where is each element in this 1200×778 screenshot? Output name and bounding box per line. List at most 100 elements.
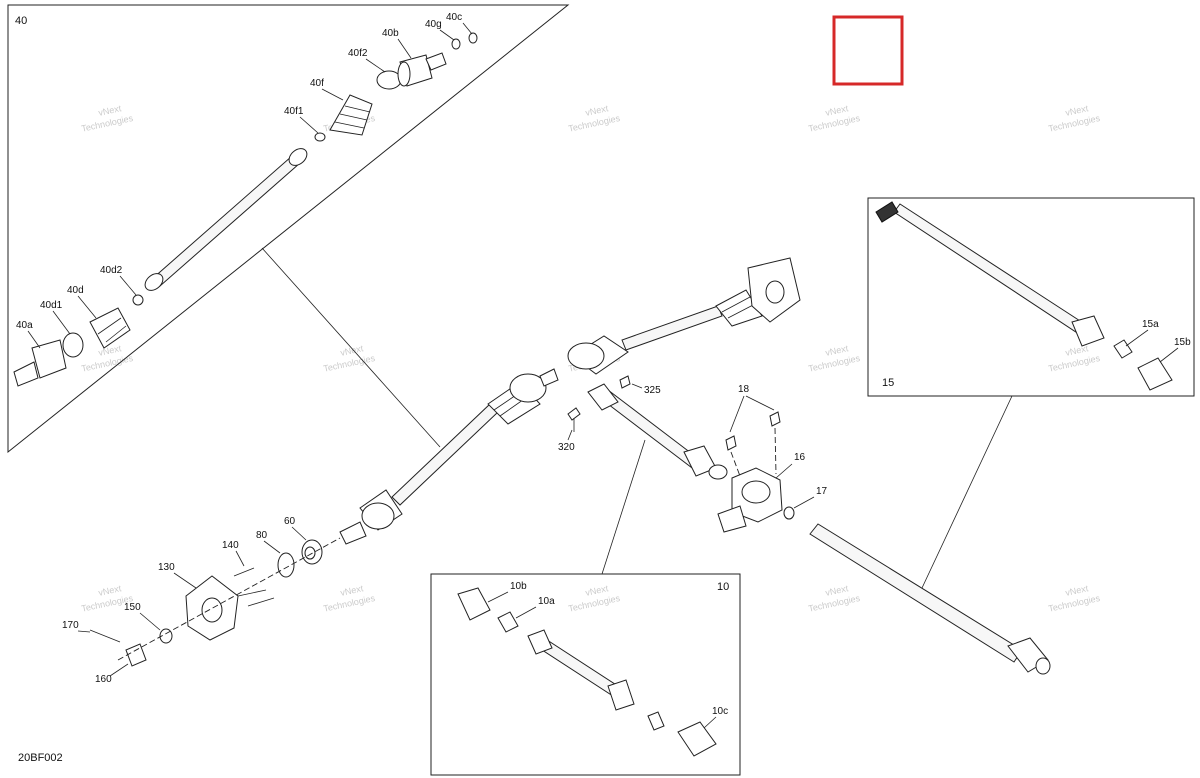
u-joint-15a xyxy=(1113,339,1133,359)
ring-17 xyxy=(783,506,795,520)
callout-40f2: 40f2 xyxy=(348,48,368,59)
washer-150 xyxy=(159,628,173,644)
callout-40: 40 xyxy=(15,15,27,27)
detail-10-frame xyxy=(430,573,741,776)
detail-40: 40 40a 40d1 40d 40d2 xyxy=(7,4,570,454)
detail-15: 15 15a 15b xyxy=(867,197,1195,397)
yoke-10b xyxy=(457,587,491,621)
svg-text:vNext: vNext xyxy=(97,103,122,118)
yoke-15 xyxy=(1071,315,1105,347)
rear-prop-yoke-end xyxy=(1035,657,1051,675)
callout-40b: 40b xyxy=(382,28,399,39)
callout-170: 170 xyxy=(62,620,79,631)
svg-text:vNext: vNext xyxy=(584,103,609,118)
yoke-front xyxy=(587,383,619,411)
callout-140: 140 xyxy=(222,540,239,551)
tripod-joint xyxy=(288,148,308,166)
half-shaft-40 xyxy=(151,155,301,287)
svg-text:vNext: vNext xyxy=(824,103,849,118)
main-drive-shaft xyxy=(339,257,801,545)
svg-text:vNext: vNext xyxy=(339,583,364,598)
outer-joint-40b-face xyxy=(397,61,411,87)
boot-40f xyxy=(329,94,373,136)
spline-15 xyxy=(875,201,899,223)
callout-15b: 15b xyxy=(1174,337,1191,348)
callout-16: 16 xyxy=(794,452,806,463)
clamp-40d1 xyxy=(62,332,84,358)
svg-text:vNext: vNext xyxy=(1064,343,1089,358)
hub-axis xyxy=(117,537,341,661)
boot-40d xyxy=(89,307,131,349)
detail-10: 10 10b 10a 10c xyxy=(430,573,741,776)
detail-15-frame xyxy=(867,197,1195,397)
rear-inner-joint xyxy=(567,342,605,370)
bolt-320 xyxy=(567,407,581,421)
ring-40g xyxy=(451,38,461,50)
carrier-foot xyxy=(717,505,747,533)
drawing-code: 20BF002 xyxy=(18,752,63,764)
callout-40d2: 40d2 xyxy=(100,265,123,276)
front-hub-assembly: 60 80 140 130 150 170 160 xyxy=(62,516,341,685)
cotter-pin-170 xyxy=(89,629,121,643)
callout-15a: 15a xyxy=(1142,319,1159,330)
bolt-18-a xyxy=(725,435,737,451)
shaft-15 xyxy=(893,203,1095,341)
u-joint-10-small xyxy=(647,711,665,731)
slip-coupling xyxy=(708,464,728,480)
callout-60: 60 xyxy=(284,516,296,527)
hub-130-center xyxy=(201,597,223,623)
callout-10: 10 xyxy=(717,581,729,593)
ring-40f1 xyxy=(314,132,326,142)
rear-half-shaft xyxy=(621,305,723,351)
stub-40a xyxy=(13,361,39,387)
yoke-10c xyxy=(677,721,717,757)
tripod-joint-lower xyxy=(144,273,164,291)
svg-text:vNext: vNext xyxy=(1064,583,1089,598)
callout-40f1: 40f1 xyxy=(284,106,304,117)
callout-17: 17 xyxy=(816,486,828,497)
bolt-140-a xyxy=(233,567,255,577)
svg-text:vNext: vNext xyxy=(97,583,122,598)
highlight-box xyxy=(832,15,904,86)
circlip-40c xyxy=(468,32,478,44)
yoke-10-right xyxy=(607,679,635,711)
callout-160: 160 xyxy=(95,674,112,685)
yoke-15b xyxy=(1137,357,1173,391)
bolt-140-c xyxy=(247,597,275,607)
svg-text:vNext: vNext xyxy=(339,343,364,358)
svg-text:vNext: vNext xyxy=(824,583,849,598)
callout-150: 150 xyxy=(124,602,141,613)
callout-40a: 40a xyxy=(16,320,33,331)
cv-joint-40a xyxy=(31,339,67,379)
callout-40d: 40d xyxy=(67,285,84,296)
bolt-140-b xyxy=(237,589,267,597)
detail-40-frame xyxy=(7,4,570,454)
bolt-18-b xyxy=(769,411,781,427)
detail-40-leader xyxy=(261,247,441,448)
outer-joint-upper xyxy=(509,373,547,403)
bolt-325 xyxy=(619,375,631,389)
clamp-40f2 xyxy=(376,70,402,90)
prop-shaft-assembly: 325 320 18 16 17 xyxy=(558,375,1051,675)
callout-325: 325 xyxy=(644,385,661,396)
retaining-ring-80 xyxy=(277,552,295,578)
carrier-bearing-bore xyxy=(741,480,771,504)
stub-upper xyxy=(539,368,559,387)
bearing-60-inner xyxy=(304,546,316,560)
svg-text:vNext: vNext xyxy=(824,343,849,358)
callout-10a: 10a xyxy=(538,596,555,607)
svg-text:vNext: vNext xyxy=(584,583,609,598)
front-half-shaft xyxy=(391,403,499,506)
callout-80: 80 xyxy=(256,530,268,541)
rear-hub-bore xyxy=(765,280,785,304)
